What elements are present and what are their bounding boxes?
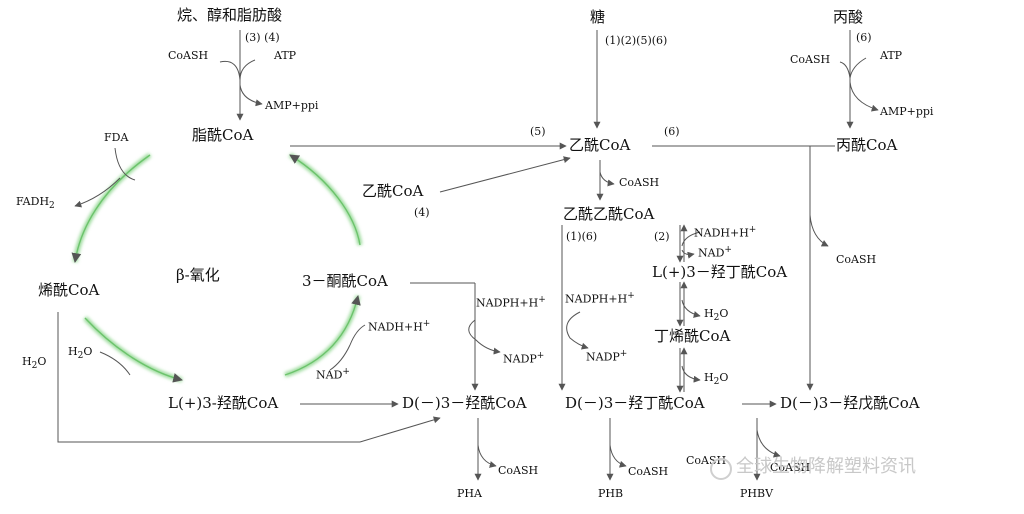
phbv-product: PHBV [740,487,774,500]
nadp-1: NADP+ [503,351,545,366]
path-number-1-6: (1)(6) [566,230,598,243]
phb-product: PHB [598,487,624,500]
coash-phbv-2: CoASH [770,461,811,474]
propionic-path-number: (6) [856,31,872,44]
coash-phb: CoASH [628,465,669,478]
nadph-h-2: NADPH+H+ [565,291,635,306]
nadph-h-1: NADPH+H+ [476,295,546,310]
coash-acetyl: CoASH [619,176,660,189]
wechat-icon [710,458,732,480]
amp-ppi-fatty: AMP+ppi [265,99,319,112]
fda-label: FDA [104,131,129,144]
path-number-6: (6) [664,125,680,138]
atp-propionic: ATP [880,49,903,62]
nadh-h-cycle: NADH+H+ [368,319,431,334]
path-number-5: (5) [530,125,546,138]
acetoacetyl-coa: 乙酰乙酰CoA [563,205,655,223]
sugar-label: 糖 [590,8,606,26]
fatty-acyl-coa: 脂酰CoA [192,126,254,144]
h2o-enoyl: H2O [22,355,47,372]
watermark-text: 全球生物降解塑料资讯 [736,456,916,477]
coash-fatty: CoASH [168,49,209,62]
fatty-inputs-label: 烷、醇和脂肪酸 [177,6,283,24]
beta-oxidation-cycle [71,152,363,383]
coash-propionyl: CoASH [836,253,877,266]
pha-product: PHA [457,487,482,500]
acetyl-coa: 乙酰CoA [569,136,631,154]
l3-hydroxyacyl-coa: L(+)3-羟酰CoA [168,394,279,412]
coash-propionic: CoASH [790,53,831,66]
h2o-butyryl-1: H2O [704,307,729,324]
nadp-2: NADP+ [586,349,628,364]
nad-cycle: NAD+ [316,367,350,382]
coash-phbv-1: CoASH [686,454,727,467]
nadh-h-butyryl: NADH+H+ [694,225,757,240]
d3-hydroxyacyl-coa: D(－)3－羟酰CoA [402,394,527,412]
h2o-butyryl-2: H2O [704,371,729,388]
d3-hydroxyvaleryl-coa: D(－)3－羟戊酰CoA [780,394,920,412]
cycle-arc-bottom-right [284,295,361,378]
path-number-2: (2) [654,230,670,243]
amp-ppi-propionic: AMP+ppi [880,105,934,118]
h2o-cycle: H2O [68,345,93,362]
path-number-4: (4) [414,206,430,219]
fadh2-label: FADH2 [16,195,55,212]
enoyl-coa: 烯酰CoA [38,281,100,299]
cycle-arc-bottom-left [83,316,183,383]
coash-pha: CoASH [498,464,539,477]
l3-hydroxybutyryl-coa: L(+)3－羟丁酰CoA [652,263,788,281]
fatty-path-numbers: (3) (4) [245,31,280,44]
acetyl-coa-cycle: 乙酰CoA [362,182,424,200]
sugar-path-numbers: (1)(2)(5)(6) [605,34,668,47]
nad-butyryl: NAD+ [698,245,732,260]
d3-hydroxybutyryl-coa: D(－)3－羟丁酰CoA [565,394,705,412]
pathway-lines [57,30,879,481]
propionic-acid-label: 丙酸 [833,8,864,26]
atp-fatty: ATP [274,49,297,62]
ketoacyl-coa: 3－酮酰CoA [302,272,388,290]
beta-oxidation-label: β-氧化 [176,266,220,284]
propionyl-coa: 丙酰CoA [836,136,898,154]
cycle-arc-top [288,152,363,246]
crotonyl-coa: 丁烯酰CoA [654,327,731,345]
cycle-arc-left [72,152,152,263]
